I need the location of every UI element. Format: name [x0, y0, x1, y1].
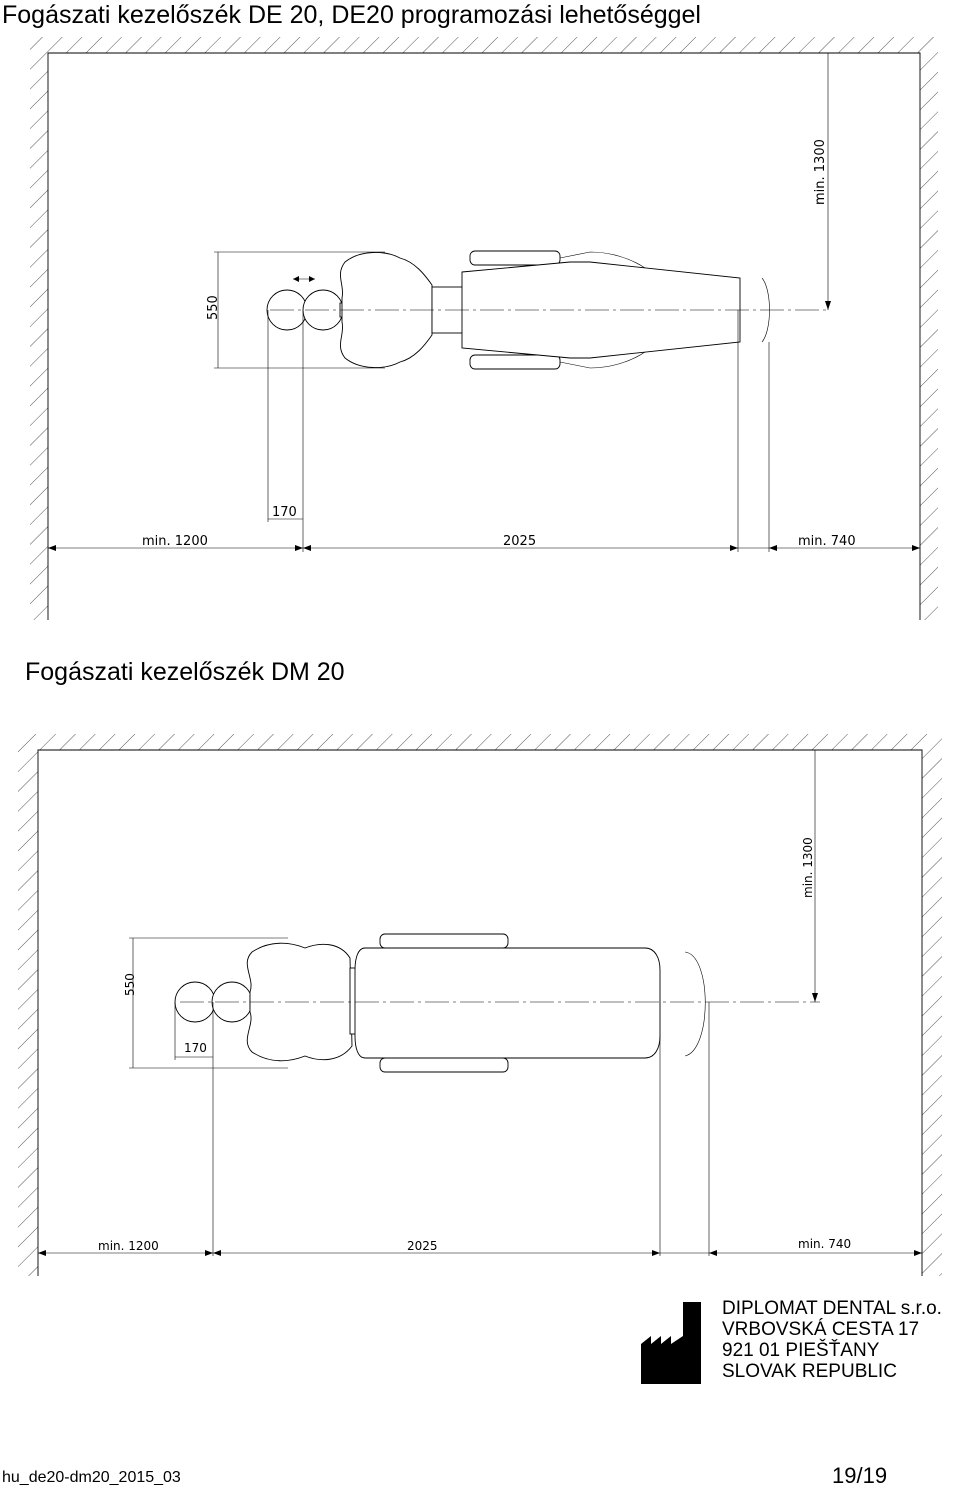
page-title-de20: Fogászati kezelőszék DE 20, DE20 program…: [2, 1, 701, 29]
dim-min-1200: min. 1200: [98, 1239, 159, 1253]
manufacturer-factory-icon: [641, 1302, 701, 1384]
company-city: 921 01 PIEŠŤANY: [722, 1340, 880, 1361]
dim-min-1300: min. 1300: [813, 139, 828, 205]
page-title-dm20: Fogászati kezelőszék DM 20: [25, 658, 345, 686]
dental-chair-de20: [266, 250, 770, 370]
dim-170: 170: [184, 1041, 207, 1055]
dim-550: 550: [123, 973, 137, 996]
page-number: 19/19: [832, 1463, 888, 1488]
dim-min-1300: min. 1300: [801, 837, 815, 898]
dim-min-740: min. 740: [798, 1237, 851, 1251]
company-address: DIPLOMAT DENTAL s.r.o. VRBOVSKÁ CESTA 17…: [722, 1298, 942, 1382]
floor-plan-dm20: 550 min. 1300 170 min. 1200 2025 min. 74…: [18, 734, 942, 1276]
dim-2025: 2025: [503, 534, 536, 549]
document-code: hu_de20-dm20_2015_03: [2, 1469, 181, 1486]
company-name: DIPLOMAT DENTAL s.r.o.: [722, 1298, 942, 1319]
dim-2025: 2025: [407, 1239, 438, 1253]
dim-min-1200: min. 1200: [142, 534, 208, 549]
company-street: VRBOVSKÁ CESTA 17: [722, 1319, 920, 1340]
dim-170: 170: [272, 505, 297, 520]
dim-550: 550: [206, 295, 221, 320]
dim-min-740: min. 740: [798, 534, 856, 549]
floor-plan-de20: 550 min. 1300 170 min. 1200 2025 min. 74…: [30, 37, 938, 620]
company-country: SLOVAK REPUBLIC: [722, 1361, 897, 1382]
dental-chair-dm20: [174, 933, 706, 1073]
